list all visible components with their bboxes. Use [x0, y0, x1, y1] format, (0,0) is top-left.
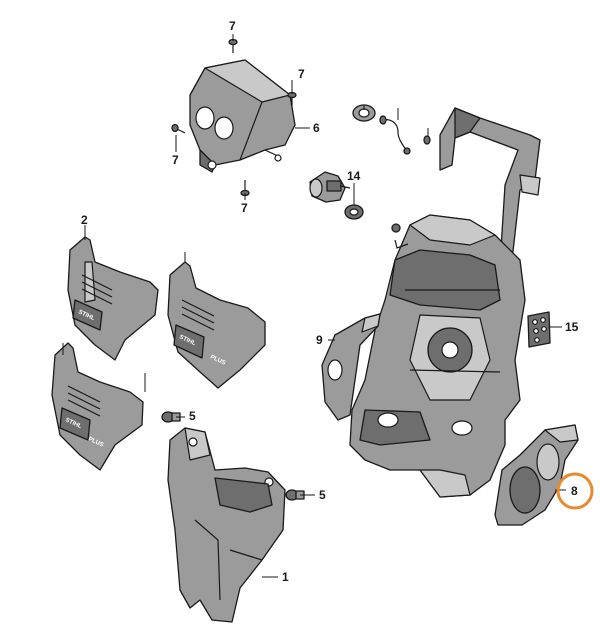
- part-2-side-panel-middle[interactable]: STIHL PLUS: [167, 261, 266, 389]
- main-housing-frame[interactable]: [349, 107, 541, 498]
- part-7-screw-left[interactable]: [171, 123, 186, 134]
- callout-1[interactable]: 1: [282, 570, 289, 584]
- callout-8-highlight-ring: [556, 472, 594, 510]
- callout-15[interactable]: 15: [565, 320, 579, 334]
- callout-labels: 7 7 7 7 6 14 2 5 5 1 9 15 8: [81, 19, 594, 584]
- callout-6[interactable]: 6: [313, 121, 320, 135]
- part-14-seal-ring[interactable]: [344, 204, 364, 220]
- part-6-motor-cover[interactable]: [189, 59, 296, 173]
- cable-switch-assembly[interactable]: [352, 104, 431, 155]
- leader-lines: [62, 34, 566, 578]
- callout-7-top[interactable]: 7: [229, 19, 236, 33]
- part-15-label-plate[interactable]: [527, 311, 551, 348]
- part-inlet-connector[interactable]: [309, 171, 351, 203]
- callout-2[interactable]: 2: [81, 213, 88, 227]
- part-2-side-panel-bottom[interactable]: STIHL PLUS: [51, 342, 144, 471]
- callout-7-bottom[interactable]: 7: [241, 201, 248, 215]
- part-2-side-panel-top[interactable]: STIHL: [67, 236, 159, 361]
- callout-7-right[interactable]: 7: [298, 67, 305, 81]
- callout-5-upper[interactable]: 5: [189, 409, 196, 423]
- part-9-holder-left[interactable]: [321, 313, 381, 421]
- callout-9[interactable]: 9: [316, 333, 323, 347]
- callout-5-lower[interactable]: 5: [319, 488, 326, 502]
- part-7-screw-top[interactable]: [228, 38, 238, 54]
- callout-14[interactable]: 14: [347, 169, 361, 183]
- part-7-screw-right[interactable]: [287, 91, 297, 107]
- callout-7-left[interactable]: 7: [172, 153, 179, 167]
- part-8-holder-right[interactable]: [494, 424, 579, 526]
- part-1-front-cover[interactable]: [167, 427, 286, 623]
- callout-8[interactable]: 8: [571, 484, 578, 498]
